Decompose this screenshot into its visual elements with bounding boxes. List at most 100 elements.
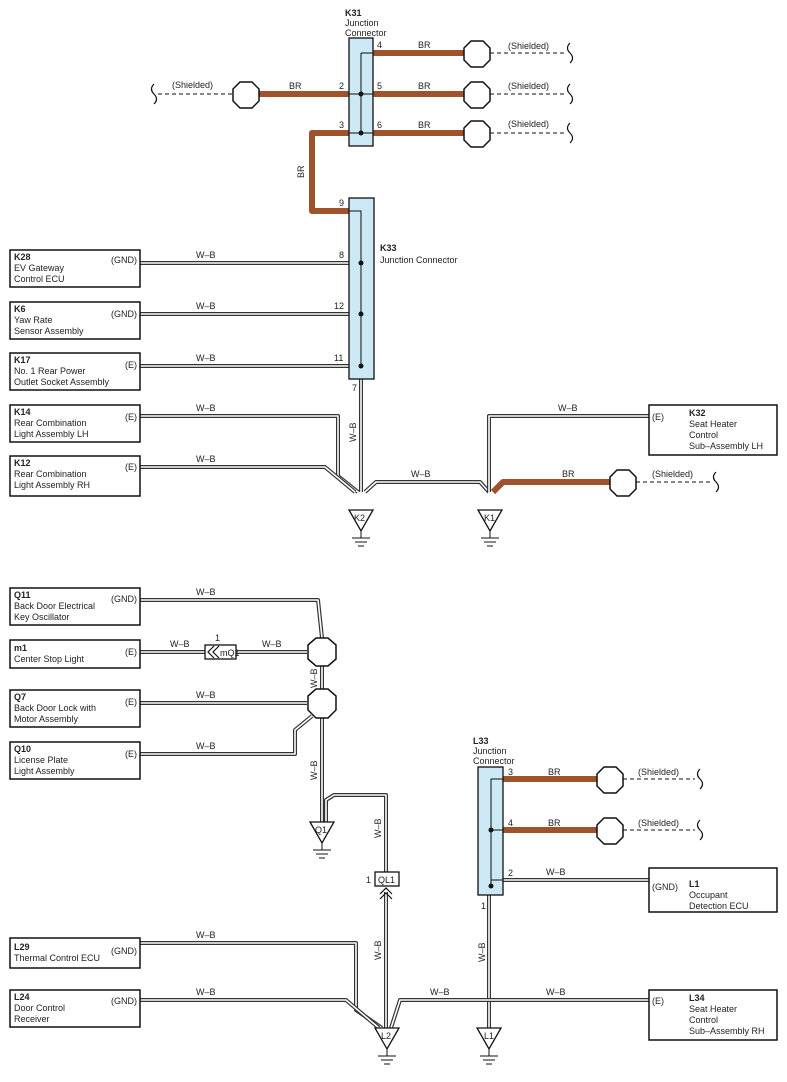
svg-text:(GND): (GND) xyxy=(111,255,137,265)
svg-text:m1: m1 xyxy=(14,643,27,653)
svg-text:(E): (E) xyxy=(125,462,137,472)
svg-text:Junction: Junction xyxy=(345,18,379,28)
svg-text:Back Door Electrical: Back Door Electrical xyxy=(14,601,95,611)
shield-k31-pin5: (Shielded) xyxy=(463,81,574,109)
svg-text:L1: L1 xyxy=(484,1031,494,1041)
svg-text:(GND): (GND) xyxy=(111,594,137,604)
svg-text:W–B: W–B xyxy=(196,741,216,751)
svg-text:(GND): (GND) xyxy=(111,309,137,319)
svg-text:(E): (E) xyxy=(125,647,137,657)
shield-k31-pin4: (Shielded) xyxy=(463,40,574,68)
svg-text:W–B: W–B xyxy=(373,818,383,838)
component-l34[interactable]: (E) L34 Seat Heater Control Sub–Assembly… xyxy=(648,989,778,1041)
component-q10[interactable]: Q10 License Plate Light Assembly (E) xyxy=(9,741,141,780)
svg-text:K6: K6 xyxy=(14,304,26,314)
svg-text:Control ECU: Control ECU xyxy=(14,274,65,284)
svg-text:5: 5 xyxy=(377,81,382,91)
splice-lower xyxy=(307,688,337,719)
component-m1[interactable]: m1 Center Stop Light (E) xyxy=(9,639,141,669)
svg-text:Q7: Q7 xyxy=(14,692,26,702)
ground-l2[interactable]: L2 xyxy=(373,1027,401,1065)
wb-wire-k1-k2 xyxy=(363,480,491,494)
svg-text:2: 2 xyxy=(339,81,344,91)
svg-text:Outlet Socket Assembly: Outlet Socket Assembly xyxy=(14,377,110,387)
svg-text:Seat Heater: Seat Heater xyxy=(689,1004,737,1014)
wb-wires xyxy=(140,261,649,1030)
svg-text:Motor Assembly: Motor Assembly xyxy=(14,714,79,724)
svg-text:EV Gateway: EV Gateway xyxy=(14,263,65,273)
svg-text:(Shielded): (Shielded) xyxy=(508,81,549,91)
svg-text:BR: BR xyxy=(562,469,575,479)
shield-k31-pin6: (Shielded) xyxy=(463,119,574,148)
svg-text:Light Assembly: Light Assembly xyxy=(14,766,75,776)
svg-text:W–B: W–B xyxy=(411,469,431,479)
svg-text:Light Assembly RH: Light Assembly RH xyxy=(14,480,90,490)
svg-text:(E): (E) xyxy=(125,360,137,370)
connector-mq1[interactable]: mQ1 1 xyxy=(204,633,240,660)
svg-text:Sub–Assembly LH: Sub–Assembly LH xyxy=(689,441,763,451)
svg-text:6: 6 xyxy=(377,120,382,130)
svg-text:W–B: W–B xyxy=(546,867,566,877)
svg-text:W–B: W–B xyxy=(196,301,216,311)
component-q7[interactable]: Q7 Back Door Lock with Motor Assembly (E… xyxy=(9,689,141,728)
component-q11[interactable]: Q11 Back Door Electrical Key Oscillator … xyxy=(9,587,141,626)
component-l1[interactable]: (GND) L1 Occupant Detection ECU xyxy=(648,867,778,913)
svg-text:Light Assembly LH: Light Assembly LH xyxy=(14,429,89,439)
ground-k1[interactable]: K1 xyxy=(476,509,504,547)
component-k14[interactable]: K14 Rear Combination Light Assembly LH (… xyxy=(9,404,141,443)
svg-text:Connector: Connector xyxy=(473,756,515,766)
svg-text:Occupant: Occupant xyxy=(689,890,728,900)
svg-text:W–B: W–B xyxy=(309,668,319,688)
svg-text:BR: BR xyxy=(418,40,431,50)
svg-text:W–B: W–B xyxy=(196,403,216,413)
svg-text:1: 1 xyxy=(215,633,220,643)
ground-k2[interactable]: K2 xyxy=(347,509,375,547)
svg-text:(E): (E) xyxy=(125,412,137,422)
svg-text:W–B: W–B xyxy=(430,987,450,997)
junction-k31-code: K31 xyxy=(345,8,362,18)
svg-text:W–B: W–B xyxy=(196,930,216,940)
svg-text:Receiver: Receiver xyxy=(14,1014,50,1024)
component-k28[interactable]: K28 EV Gateway Control ECU (GND) xyxy=(9,249,141,288)
ground-l1[interactable]: L1 xyxy=(475,1027,503,1065)
connector-ql1[interactable]: QL1 1 xyxy=(366,871,400,900)
component-k32[interactable]: (E) K32 Seat Heater Control Sub–Assembly… xyxy=(648,404,778,456)
svg-text:Thermal Control ECU: Thermal Control ECU xyxy=(14,953,100,963)
br-wire-k31-k33 xyxy=(309,130,349,214)
component-k6[interactable]: K6 Yaw Rate Sensor Assembly (GND) xyxy=(9,301,141,340)
component-l24[interactable]: L24 Door Control Receiver (GND) xyxy=(9,989,141,1028)
svg-text:2: 2 xyxy=(508,868,513,878)
junction-k33[interactable]: K33 Junction Connector 9 8 12 11 7 xyxy=(334,197,458,393)
svg-text:K1: K1 xyxy=(484,513,495,523)
svg-text:(E): (E) xyxy=(652,996,664,1006)
svg-text:(Shielded): (Shielded) xyxy=(172,80,213,90)
svg-text:BR: BR xyxy=(418,120,431,130)
wb-wire-q1-ql1 xyxy=(324,793,388,872)
svg-text:12: 12 xyxy=(334,301,344,311)
component-k17[interactable]: K17 No. 1 Rear Power Outlet Socket Assem… xyxy=(9,352,141,391)
svg-text:Rear Combination: Rear Combination xyxy=(14,418,87,428)
svg-text:1: 1 xyxy=(481,901,486,911)
svg-text:W–B: W–B xyxy=(373,940,383,960)
svg-text:Yaw Rate: Yaw Rate xyxy=(14,315,52,325)
svg-text:Q10: Q10 xyxy=(14,744,31,754)
svg-text:W–B: W–B xyxy=(170,639,190,649)
component-k12[interactable]: K12 Rear Combination Light Assembly RH (… xyxy=(9,455,141,497)
svg-text:1: 1 xyxy=(366,875,371,885)
svg-text:(E): (E) xyxy=(125,697,137,707)
svg-text:(Shielded): (Shielded) xyxy=(638,818,679,828)
junction-l33[interactable]: L33 Junction Connector 3 4 2 1 xyxy=(473,736,515,911)
ground-q1[interactable]: Q1 xyxy=(308,821,336,859)
br-wires xyxy=(259,50,610,833)
br-wire-k1-shield xyxy=(490,479,610,495)
svg-text:Rear Combination: Rear Combination xyxy=(14,469,87,479)
component-l29[interactable]: L29 Thermal Control ECU (GND) xyxy=(9,937,141,969)
svg-text:7: 7 xyxy=(352,383,357,393)
svg-text:W–B: W–B xyxy=(196,690,216,700)
junction-k31[interactable]: K31 Junction Connector 4 2 5 3 6 xyxy=(339,8,387,147)
svg-text:BR: BR xyxy=(418,81,431,91)
svg-text:W–B: W–B xyxy=(196,353,216,363)
svg-text:9: 9 xyxy=(339,198,344,208)
connector-ql1-chevron-icon xyxy=(379,887,393,900)
svg-text:License Plate: License Plate xyxy=(14,755,68,765)
